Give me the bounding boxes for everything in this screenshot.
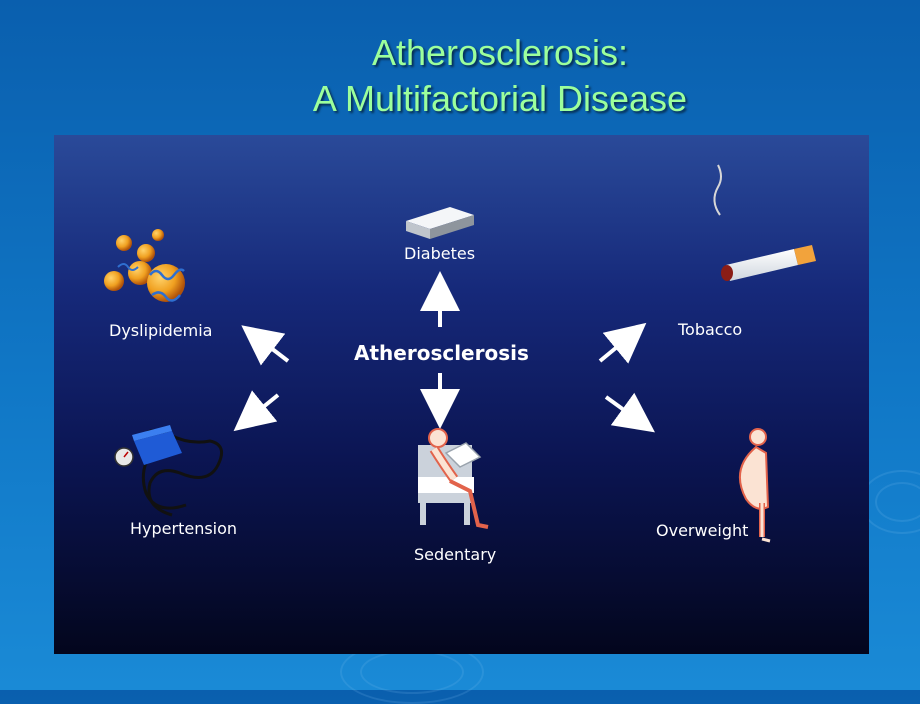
lipid-molecules-icon [104, 229, 185, 302]
overweight-person-icon [738, 428, 771, 543]
seated-person-icon [418, 428, 489, 529]
factor-label-dyslipidemia: Dyslipidemia [109, 321, 213, 340]
blood-pressure-cuff-icon [114, 425, 224, 517]
arrow-to-dyslipidemia-icon [241, 325, 290, 366]
factor-label-diabetes: Diabetes [404, 244, 476, 263]
ripple-decoration [875, 482, 920, 522]
title-line-2: A Multifactorial Disease [312, 78, 688, 119]
arrow-to-overweight-icon [604, 392, 655, 433]
factor-label-overweight: Overweight [656, 521, 749, 540]
diagram-graphics [104, 164, 816, 543]
factor-label-hypertension: Hypertension [130, 519, 238, 538]
cigarette-icon [713, 164, 816, 281]
slide-title: Atherosclerosis: A Multifactorial Diseas… [200, 30, 800, 122]
arrow-to-hypertension-icon [233, 390, 280, 432]
center-label-atherosclerosis: Atherosclerosis [354, 341, 529, 365]
title-line-1: Atherosclerosis: [371, 32, 629, 73]
factor-label-sedentary: Sedentary [414, 545, 497, 564]
factor-label-tobacco: Tobacco [678, 320, 743, 339]
ripple-decoration [360, 650, 464, 694]
sugar-cube-icon [406, 207, 474, 239]
diagram-panel: Atherosclerosis Diabetes Dyslipidemia To… [54, 135, 869, 654]
arrow-to-tobacco-icon [598, 322, 647, 364]
